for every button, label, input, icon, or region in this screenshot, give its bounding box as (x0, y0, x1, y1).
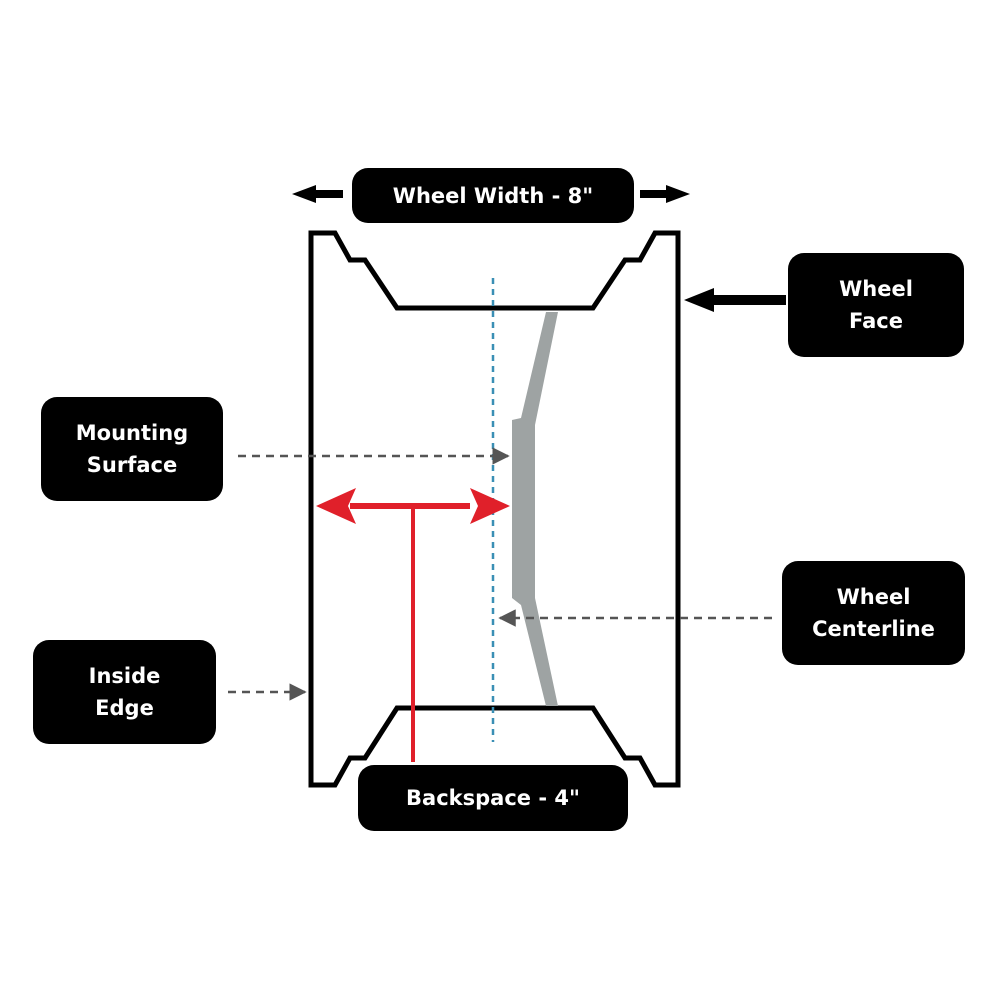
wheel-face-text-line2: Face (849, 309, 903, 333)
wheel-face-text-line1: Wheel (839, 277, 913, 301)
wheel-width-label: Wheel Width - 8" (352, 168, 634, 223)
backspace-label: Backspace - 4" (358, 765, 628, 831)
wheel-face-label: Wheel Face (788, 253, 964, 357)
width-arrow-right (640, 185, 690, 203)
wheel-centerline-text-line1: Wheel (836, 585, 911, 609)
mounting-surface-text-line1: Mounting (75, 421, 189, 445)
wheel-centerline-label: Wheel Centerline (782, 561, 965, 665)
rim-outline (308, 230, 681, 788)
wheel-face-arrow (684, 288, 786, 312)
mounting-surface-label: Mounting Surface (41, 397, 223, 501)
backspace-text: Backspace - 4" (406, 786, 580, 810)
backspace-arrow (316, 488, 510, 762)
wheel-centerline-text-line2: Centerline (812, 617, 935, 641)
wheel-disc-spoke (512, 312, 558, 706)
mounting-surface-text-line2: Surface (86, 453, 178, 477)
inside-edge-text-line1: Inside (88, 664, 161, 688)
inside-edge-label: Inside Edge (33, 640, 216, 744)
wheel-width-text: Wheel Width - 8" (392, 183, 594, 208)
inside-edge-text-line2: Edge (95, 696, 154, 720)
width-arrow-left (292, 185, 343, 203)
